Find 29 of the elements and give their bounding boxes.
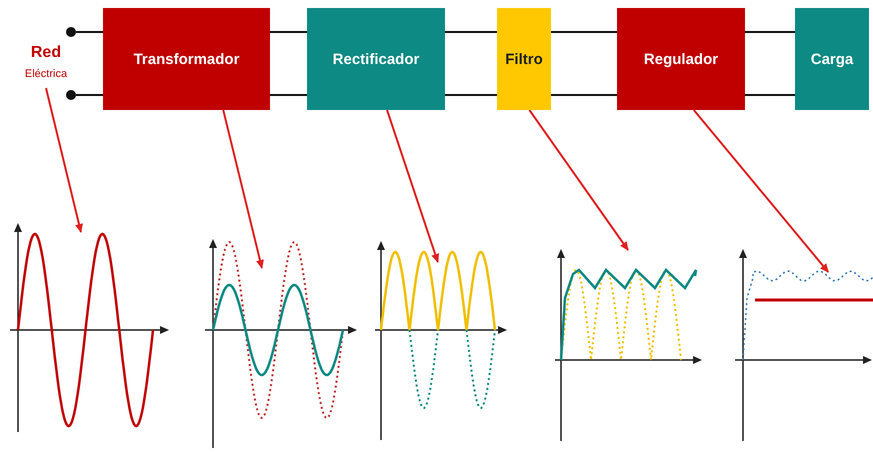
waveform-drawing (203, 238, 358, 450)
process-block: Rectificador (307, 8, 445, 110)
terminal-dot (66, 90, 76, 100)
arrow (222, 110, 264, 269)
arrow (528, 109, 629, 251)
sub-label: Eléctrica (24, 68, 68, 80)
arrow (386, 110, 440, 263)
process-block: Transformador (103, 8, 270, 110)
wire (551, 31, 617, 33)
arrow (693, 109, 829, 273)
waveform-drawing (8, 222, 170, 434)
wire (76, 31, 103, 33)
process-block: Regulador (617, 8, 745, 110)
terminal-dot (66, 27, 76, 37)
wire (745, 94, 795, 96)
wire (270, 94, 307, 96)
wire (551, 94, 617, 96)
wire (445, 94, 497, 96)
waveform-drawing (553, 248, 703, 443)
wire (76, 94, 103, 96)
waveform-drawing (733, 248, 873, 443)
process-block: Carga (795, 8, 869, 110)
waveform-drawing (373, 240, 508, 442)
word-label: Red (30, 44, 62, 62)
arrow (45, 88, 83, 233)
process-block: Filtro (497, 8, 551, 110)
wire (445, 31, 497, 33)
wire (745, 31, 795, 33)
wire (270, 31, 307, 33)
